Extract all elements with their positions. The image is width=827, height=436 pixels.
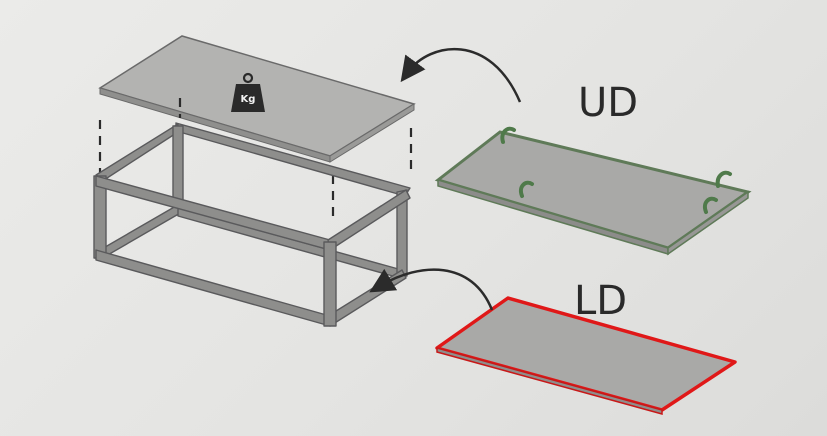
metal-frame xyxy=(93,122,411,327)
weight-icon: Kg xyxy=(231,72,265,112)
weight-label: Kg xyxy=(241,94,256,105)
top-board: Kg xyxy=(98,35,416,163)
curved-arrow-icon xyxy=(369,268,494,311)
upper-panel-label: UD xyxy=(578,80,638,126)
lower-panel-label: LD xyxy=(574,278,627,324)
curved-arrow-icon xyxy=(400,47,522,103)
alignment-guides xyxy=(98,98,413,216)
upper-panel xyxy=(434,126,752,256)
lower-panel xyxy=(435,296,737,415)
panel-clips xyxy=(500,126,732,214)
